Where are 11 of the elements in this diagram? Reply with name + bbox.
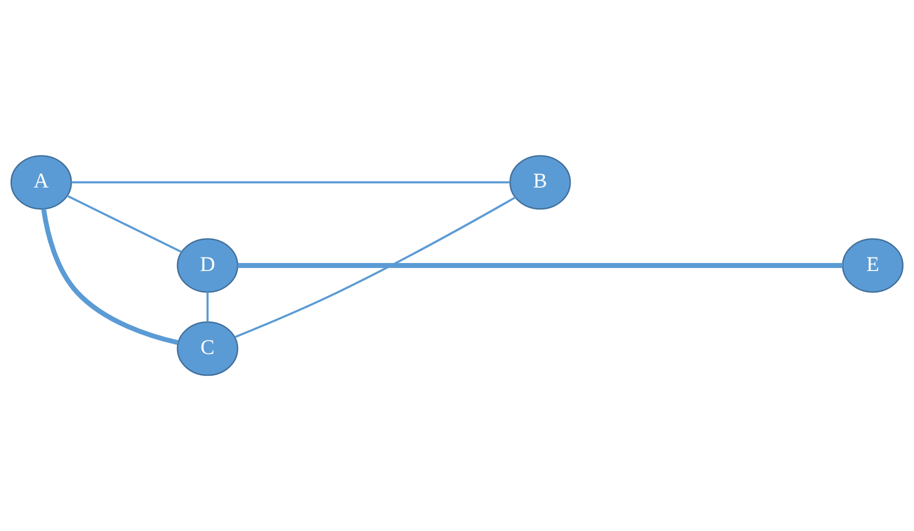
connector (234, 196, 516, 338)
connector (66, 194, 182, 253)
connector (206, 292, 209, 322)
connector (41, 208, 179, 346)
node-ellipse: A (10, 155, 72, 210)
node-ellipse: D (176, 238, 238, 293)
node-ellipse: B (509, 155, 571, 210)
node-ellipse: C (176, 321, 238, 376)
node-ellipse: E (842, 238, 904, 293)
connector (71, 181, 510, 184)
connector (238, 263, 843, 268)
